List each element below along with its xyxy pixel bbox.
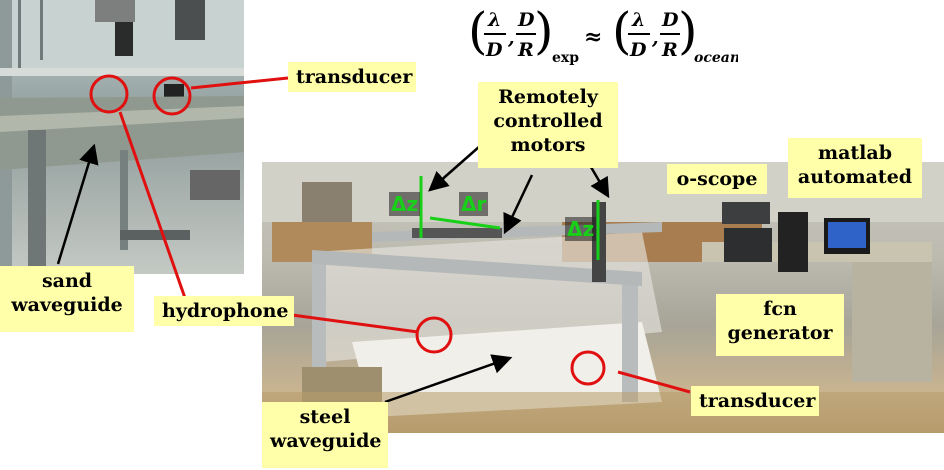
desk [852, 262, 932, 382]
formula-d-left-denominator: D [485, 39, 503, 61]
formula-r-right: R [661, 39, 678, 61]
oscope-label: o-scope [667, 164, 767, 194]
paren-close-left: ) [534, 2, 554, 60]
formula-d-right-numerator: D [661, 9, 679, 31]
delta-r-label: Δr [459, 192, 489, 216]
base-plate [120, 230, 190, 240]
steel-waveguide-label: steel waveguide [262, 402, 388, 468]
shelf [302, 182, 352, 222]
mount-block [95, 0, 135, 22]
delta-z-right-label: Δz [565, 217, 597, 241]
paren-close-right: ) [678, 2, 698, 60]
hydrophone-label: hydrophone [154, 296, 294, 326]
paren-open-left: ( [468, 2, 488, 60]
transducer-bottom-label: transducer [691, 386, 819, 416]
support-pillar [28, 130, 46, 274]
function-generator [724, 228, 772, 262]
monitor-screen [828, 222, 866, 248]
motor-track [412, 228, 502, 238]
scaling-formula: ( λ D , D R ) exp ≈ ( λ D , D R ) ocean [468, 2, 738, 66]
sand-tank-photo [0, 0, 244, 274]
computer-tower [778, 212, 808, 272]
mount-block [175, 0, 205, 40]
remotely-controlled-motors-label: Remotely controlled motors [478, 82, 618, 168]
motor-stage [592, 202, 606, 282]
formula-comma-left: , [507, 27, 515, 49]
matlab-automated-label: matlab automated [788, 138, 922, 198]
mount-rod [40, 0, 43, 60]
frame-rail [312, 250, 642, 286]
formula-lambda-right: λ [631, 9, 645, 31]
formula-d-right-denominator: D [629, 39, 647, 61]
water-surface [0, 68, 244, 76]
paren-open-right: ( [612, 2, 632, 60]
formula-d-left-numerator: D [517, 9, 535, 31]
formula-subscript-ocean: ocean [694, 50, 738, 66]
sand-waveguide-label: sand waveguide [0, 266, 134, 332]
oscilloscope [722, 202, 770, 224]
formula-approx: ≈ [584, 24, 602, 50]
delta-z-left-label: Δz [389, 192, 421, 216]
formula-r-left: R [517, 39, 534, 61]
transducer-top-label: transducer [288, 62, 416, 92]
sand-tank-illustration [0, 0, 244, 274]
frame-post [312, 252, 326, 372]
formula-lambda-left: λ [487, 9, 501, 31]
mount-rod [18, 0, 21, 70]
equipment-box [190, 170, 240, 200]
formula-subscript-exp: exp [552, 50, 579, 66]
transducer-mount [115, 22, 133, 56]
formula-comma-right: , [651, 27, 659, 49]
fcn-generator-label: fcn generator [716, 294, 844, 356]
frame-post [622, 282, 638, 402]
